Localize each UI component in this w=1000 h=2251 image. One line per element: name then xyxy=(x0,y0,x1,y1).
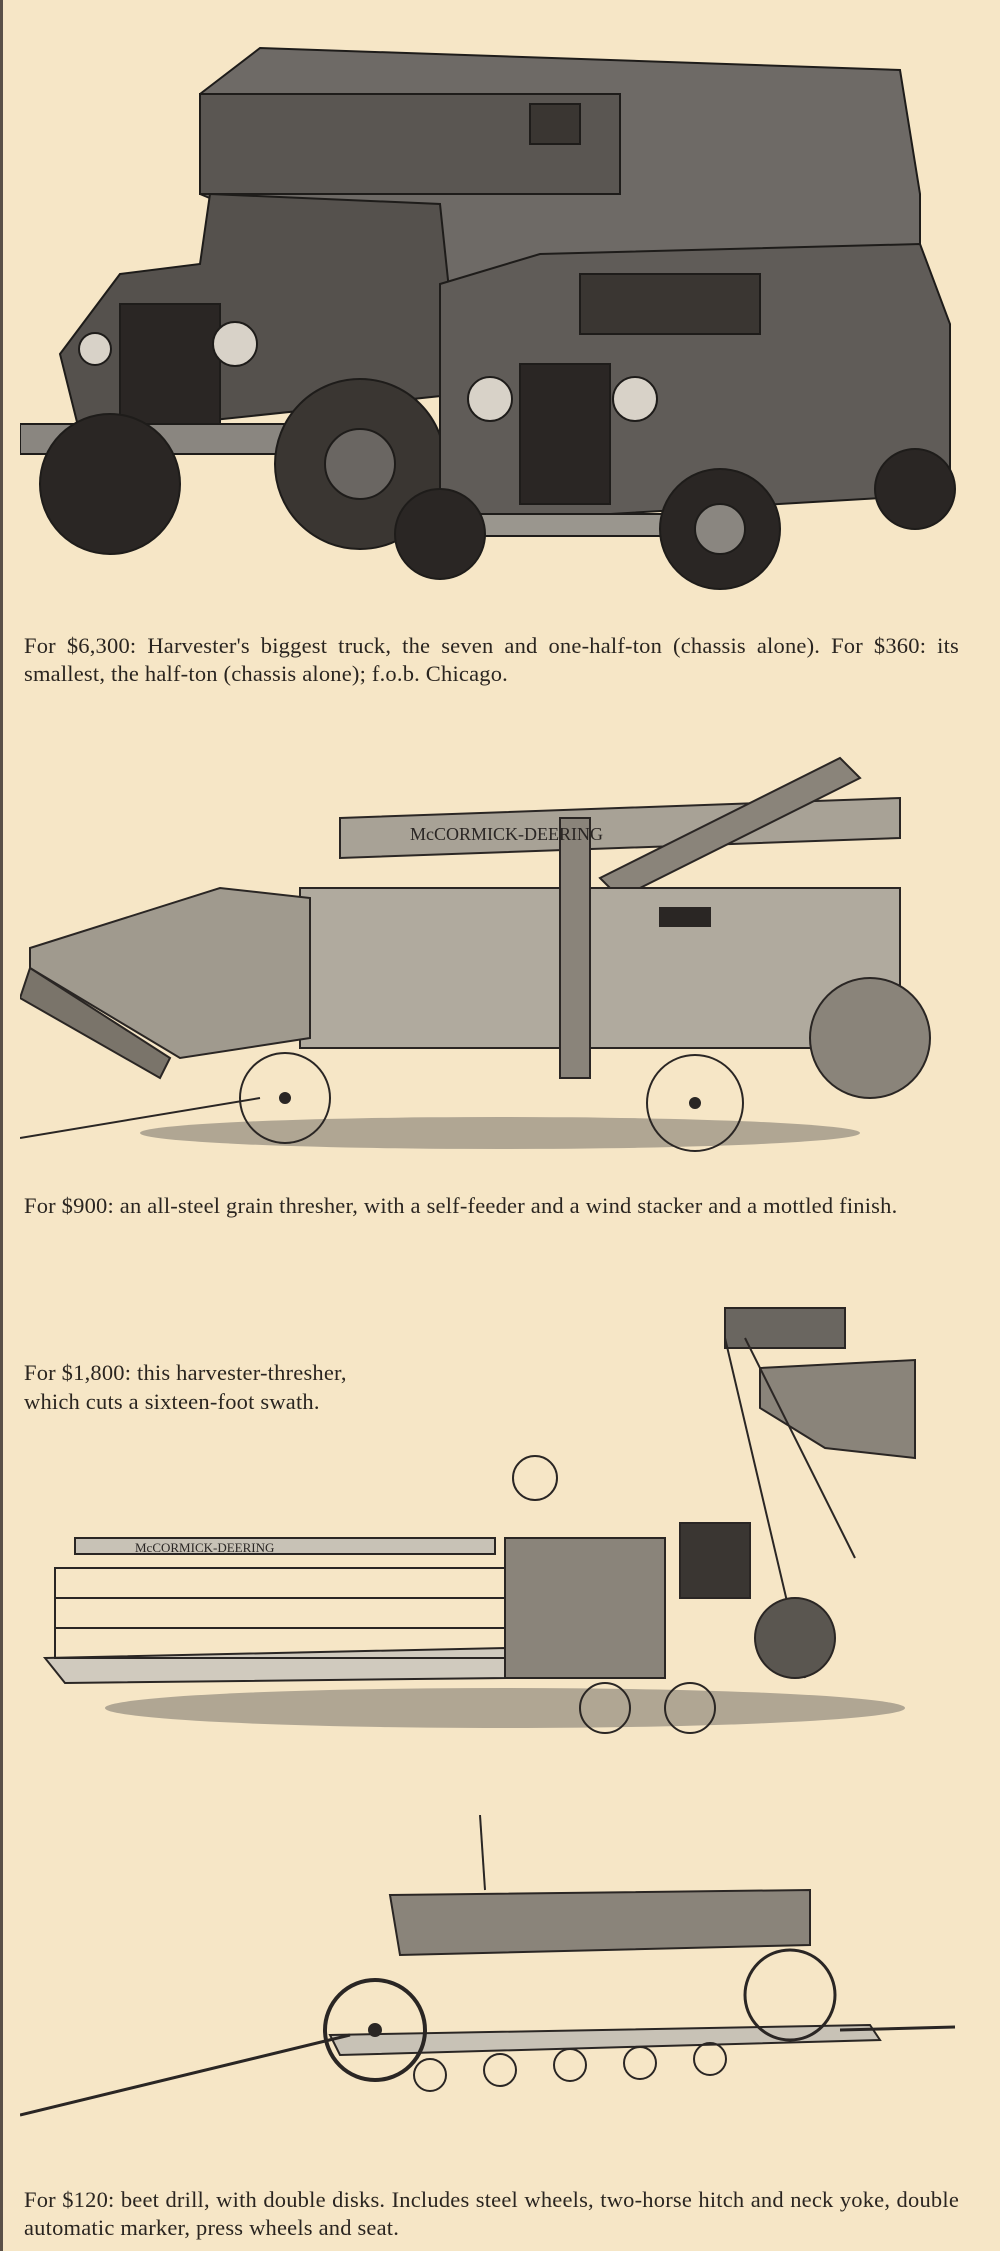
harvester-thresher-illustration: McCORMICK-DEERING xyxy=(42,1307,916,1734)
truck-caption: For $6,300: Harvester's biggest truck, t… xyxy=(24,633,959,686)
harvester-lettering: McCORMICK-DEERING xyxy=(135,1540,274,1555)
harvester-caption-line2: which cuts a sixteen-foot swath. xyxy=(24,1389,320,1414)
grain-thresher-illustration: McCORMICK-DEERING xyxy=(20,756,931,1152)
thresher-lettering: McCORMICK-DEERING xyxy=(410,824,603,844)
page-edge xyxy=(0,0,3,2251)
beet-drill-caption: For $120: beet drill, with double disks.… xyxy=(24,2187,959,2240)
beet-drill-illustration xyxy=(20,1815,956,2117)
thresher-caption: For $900: an all-steel grain thresher, w… xyxy=(24,1193,898,1218)
harvester-caption-line1: For $1,800: this harvester-thresher, xyxy=(24,1360,347,1385)
trucks-illustration xyxy=(20,46,956,590)
